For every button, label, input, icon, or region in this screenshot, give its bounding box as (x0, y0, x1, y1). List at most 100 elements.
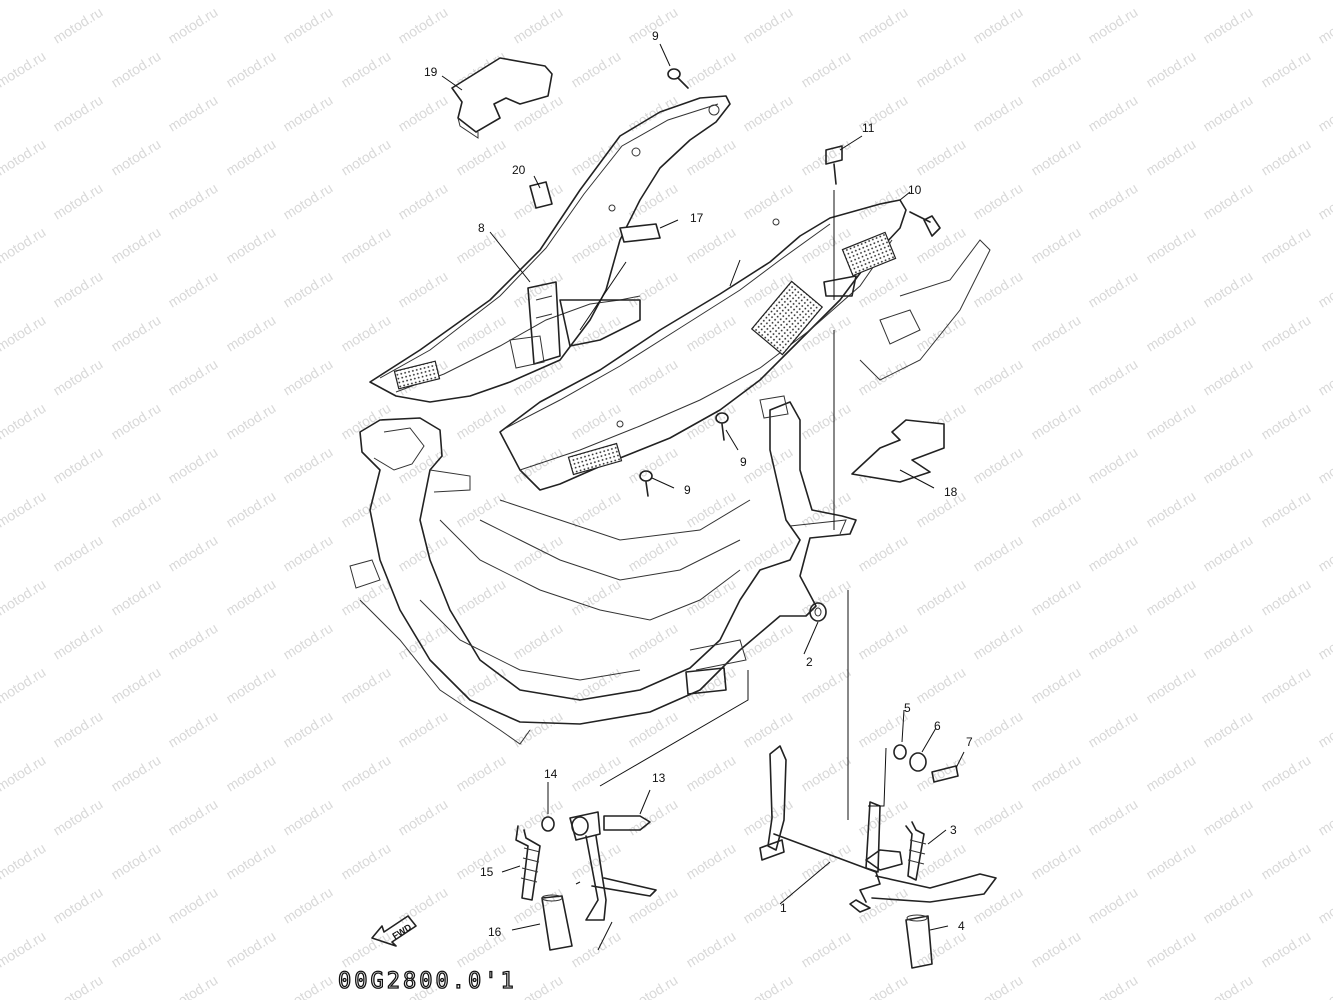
watermark-text: motod.ru (0, 752, 48, 795)
watermark-text: motod.ru (1315, 708, 1333, 751)
watermark-text: motod.ru (1315, 972, 1333, 1000)
watermark-text: motod.ru (280, 972, 335, 1000)
watermark-text: motod.ru (0, 840, 48, 883)
watermark-text: motod.ru (1258, 48, 1313, 91)
watermark-text: motod.ru (338, 576, 393, 619)
watermark-text: motod.ru (510, 4, 565, 47)
watermark-text: motod.ru (338, 136, 393, 179)
watermark-text: motod.ru (855, 532, 910, 575)
part-20-label (529, 181, 553, 209)
watermark-text: motod.ru (338, 488, 393, 531)
watermark-text: motod.ru (165, 92, 220, 135)
watermark-text: motod.ru (1085, 532, 1140, 575)
watermark-text: motod.ru (280, 92, 335, 135)
watermark-text: motod.ru (1028, 0, 1083, 3)
watermark-text: motod.ru (913, 576, 968, 619)
label-5: 5 (904, 701, 911, 715)
watermark-text: motod.ru (1085, 356, 1140, 399)
watermark-text: motod.ru (338, 400, 393, 443)
watermark-text: motod.ru (395, 620, 450, 663)
watermark-text: motod.ru (108, 576, 163, 619)
watermark-text: motod.ru (1258, 400, 1313, 443)
watermark-text: motod.ru (50, 4, 105, 47)
watermark-text: motod.ru (683, 312, 738, 355)
watermark-text: motod.ru (510, 444, 565, 487)
watermark-text: motod.ru (568, 752, 623, 795)
watermark-text: motod.ru (165, 356, 220, 399)
watermark-text: motod.ru (50, 532, 105, 575)
watermark-text: motod.ru (1200, 92, 1255, 135)
watermark-text: motod.ru (970, 356, 1025, 399)
watermark-text: motod.ru (453, 400, 508, 443)
watermark-text: motod.ru (223, 48, 278, 91)
watermark-text: motod.ru (0, 48, 48, 91)
watermark-text: motod.ru (395, 708, 450, 751)
watermark-text: motod.ru (970, 92, 1025, 135)
watermark-text: motod.ru (50, 356, 105, 399)
watermark-text: motod.ru (855, 708, 910, 751)
floor-panel (499, 199, 907, 491)
watermark-text: motod.ru (568, 576, 623, 619)
watermark-text: motod.ru (683, 136, 738, 179)
watermark-text: motod.ru (338, 224, 393, 267)
watermark-text: motod.ru (855, 620, 910, 663)
label-18: 18 (944, 485, 958, 499)
watermark-text: motod.ru (395, 4, 450, 47)
watermark-text: motod.ru (50, 620, 105, 663)
watermark-text: motod.ru (0, 488, 48, 531)
watermark-text: motod.ru (1028, 928, 1083, 971)
watermark-text: motod.ru (625, 620, 680, 663)
watermark-text: motod.ru (1200, 972, 1255, 1000)
watermark-text: motod.ru (453, 752, 508, 795)
watermark-text: motod.ru (338, 0, 393, 3)
watermark-text: motod.ru (1143, 576, 1198, 619)
watermark-text: motod.ru (1258, 312, 1313, 355)
watermark-text: motod.ru (913, 312, 968, 355)
watermark-text: motod.ru (1028, 400, 1083, 443)
watermark-text: motod.ru (453, 488, 508, 531)
watermark-text: motod.ru (1085, 180, 1140, 223)
watermark-text: motod.ru (395, 532, 450, 575)
watermark-text: motod.ru (50, 796, 105, 839)
watermark-text: motod.ru (223, 928, 278, 971)
watermark-text: motod.ru (740, 444, 795, 487)
watermark-text: motod.ru (1085, 4, 1140, 47)
watermark-text: motod.ru (395, 180, 450, 223)
watermark-text: motod.ru (625, 884, 680, 927)
watermark-text: motod.ru (395, 268, 450, 311)
watermark-text: motod.ru (1085, 708, 1140, 751)
watermark-text: motod.ru (740, 796, 795, 839)
watermark-text: motod.ru (1085, 796, 1140, 839)
watermark-text: motod.ru (395, 796, 450, 839)
watermark-text: motod.ru (683, 928, 738, 971)
watermark-text: motod.ru (568, 0, 623, 3)
watermark-text: motod.ru (970, 444, 1025, 487)
watermark-text: motod.ru (50, 972, 105, 1000)
watermark-text: motod.ru (970, 620, 1025, 663)
watermark-text: motod.ru (1143, 840, 1198, 883)
watermark-text: motod.ru (798, 0, 853, 3)
watermark-text: motod.ru (1085, 972, 1140, 1000)
watermark-text: motod.ru (1258, 664, 1313, 707)
watermark-text: motod.ru (223, 312, 278, 355)
watermark-text: motod.ru (108, 928, 163, 971)
watermark-text: motod.ru (1085, 620, 1140, 663)
watermark-text: motod.ru (1200, 268, 1255, 311)
watermark-text: motod.ru (108, 136, 163, 179)
watermark-text: motod.ru (223, 840, 278, 883)
watermark-text: motod.ru (223, 752, 278, 795)
watermark-text: motod.ru (108, 840, 163, 883)
watermark-text: motod.ru (165, 972, 220, 1000)
watermark-text: motod.ru (798, 224, 853, 267)
watermark-text: motod.ru (50, 444, 105, 487)
watermark-text: motod.ru (1200, 4, 1255, 47)
label-7: 7 (966, 735, 973, 749)
watermark-text: motod.ru (1200, 180, 1255, 223)
watermark-text: motod.ru (108, 312, 163, 355)
watermark-text: motod.ru (453, 576, 508, 619)
label-6: 6 (934, 719, 941, 733)
watermark-text: motod.ru (0, 928, 48, 971)
watermark-text: motod.ru (0, 400, 48, 443)
label-2: 2 (806, 655, 813, 669)
